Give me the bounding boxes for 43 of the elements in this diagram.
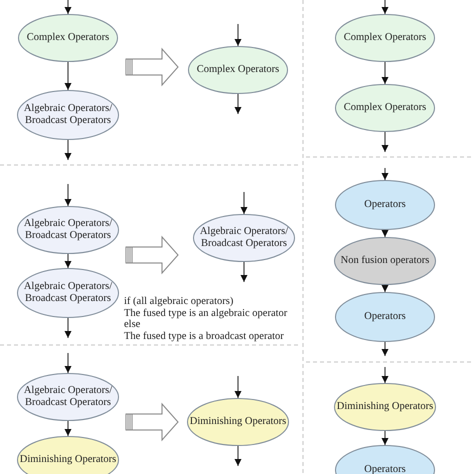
note-text: else xyxy=(124,319,140,331)
note-text: The fused type is an algebraic operator xyxy=(124,308,288,320)
node-label: Complex Operators xyxy=(342,102,428,114)
arrow xyxy=(240,192,248,214)
node-label: Complex Operators xyxy=(26,32,110,44)
arrow xyxy=(382,62,388,84)
node-label: Algebraic Operators/ Broadcast Operators xyxy=(22,385,114,409)
arrow xyxy=(234,24,242,46)
arrow xyxy=(382,132,388,152)
arrow xyxy=(64,0,72,14)
note-text: if (all algebraic operators) xyxy=(124,296,234,308)
arrow xyxy=(382,0,388,14)
arrow xyxy=(382,284,388,292)
arrow xyxy=(64,140,72,160)
arrow xyxy=(382,366,388,384)
arrow xyxy=(382,230,388,238)
arrow xyxy=(382,168,388,180)
node-label: Complex Operators xyxy=(342,32,428,44)
arrow xyxy=(64,254,72,268)
arrow xyxy=(64,62,72,90)
arrow xyxy=(382,342,388,356)
node-label: Algebraic Operators/ Broadcast Operators xyxy=(22,218,114,242)
arrow xyxy=(240,262,248,282)
node-label: Algebraic Operators/ Broadcast Operators xyxy=(198,226,290,250)
node-label: Operators xyxy=(363,311,407,323)
node-label: Operators xyxy=(363,464,407,474)
arrow xyxy=(64,352,72,374)
arrow xyxy=(234,446,242,466)
arrow xyxy=(234,376,242,398)
node-label: Operators xyxy=(363,199,407,211)
node-label: Complex Operators xyxy=(196,64,280,76)
node-label: Diminishing Operators xyxy=(336,401,434,413)
node-label: Algebraic Operators/ Broadcast Operators xyxy=(22,103,114,127)
node-label: Diminishing Operators xyxy=(188,416,288,428)
arrow xyxy=(382,430,388,446)
arrow xyxy=(64,318,72,338)
arrow xyxy=(64,420,72,436)
node-label: Diminishing Operators xyxy=(18,454,118,466)
node-label: Algebraic Operators/ Broadcast Operators xyxy=(22,281,114,305)
arrow xyxy=(64,184,72,206)
note-text: The fused type is a broadcast operator xyxy=(124,330,284,342)
arrow xyxy=(234,94,242,114)
node-label: Non fusion operators xyxy=(340,255,430,267)
